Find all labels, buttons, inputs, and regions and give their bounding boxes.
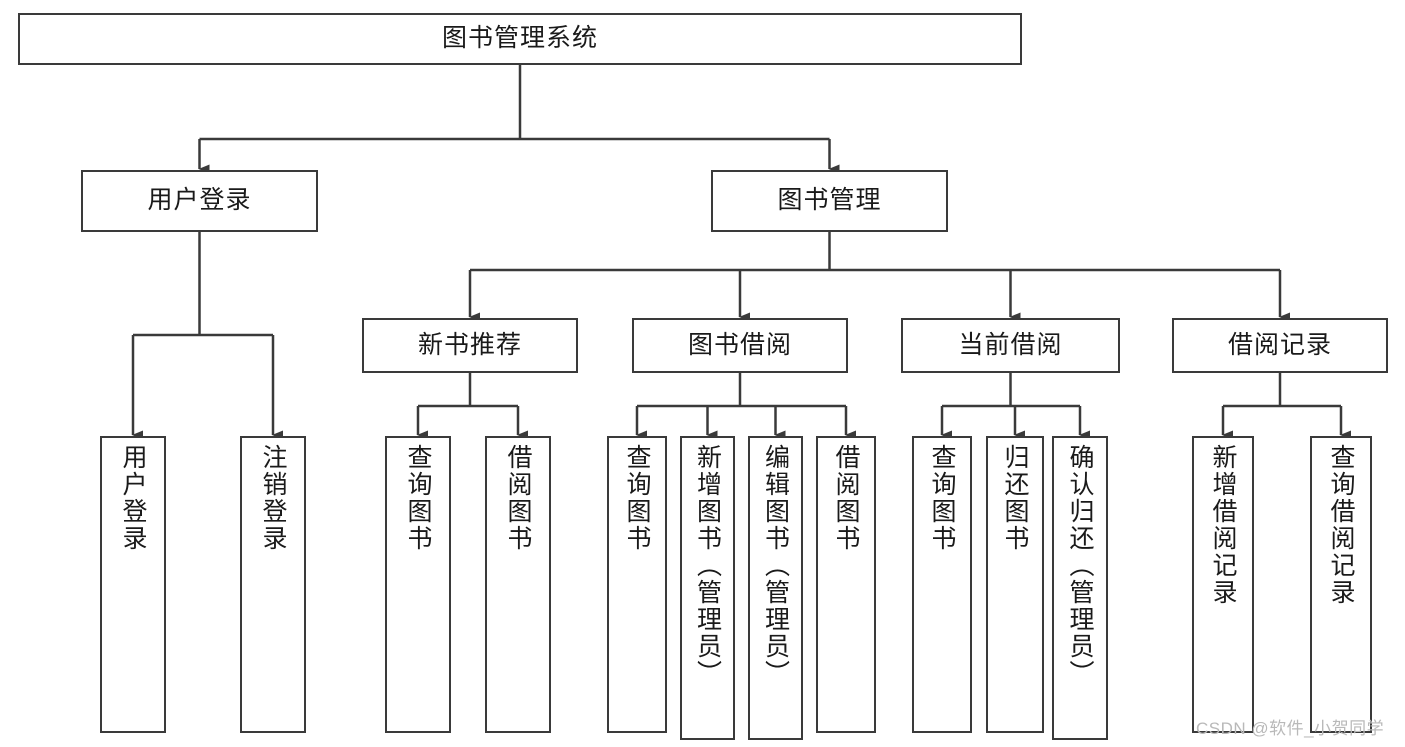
node-label-leaf-user-login: 用户登录 (119, 444, 147, 552)
node-label-book-manage: 图书管理 (777, 186, 882, 215)
node-leaf-bw-query[interactable]: 查询图书 (607, 436, 667, 733)
node-leaf-br-add[interactable]: 新增借阅记录 (1192, 436, 1254, 733)
node-label-leaf-cb-confirm: 确认归还（管理员） (1066, 444, 1094, 687)
node-leaf-rec-query[interactable]: 查询图书 (385, 436, 451, 733)
node-label-leaf-br-query: 查询借阅记录 (1327, 444, 1355, 606)
node-label-user-login: 用户登录 (147, 186, 252, 215)
node-root[interactable]: 图书管理系统 (18, 13, 1022, 65)
node-label-new-book-rec: 新书推荐 (417, 330, 522, 359)
node-label-leaf-rec-borrow: 借阅图书 (504, 444, 532, 552)
node-borrow-record[interactable]: 借阅记录 (1172, 318, 1388, 373)
node-label-leaf-cb-query: 查询图书 (928, 444, 956, 552)
node-leaf-br-query[interactable]: 查询借阅记录 (1310, 436, 1372, 733)
node-label-leaf-bw-edit: 编辑图书（管理员） (761, 444, 790, 687)
node-book-borrow[interactable]: 图书借阅 (632, 318, 848, 373)
node-label-leaf-bw-query: 查询图书 (623, 444, 651, 552)
node-leaf-rec-borrow[interactable]: 借阅图书 (485, 436, 551, 733)
node-leaf-bw-add[interactable]: 新增图书（管理员） (680, 436, 735, 740)
node-leaf-cb-return[interactable]: 归还图书 (986, 436, 1044, 733)
node-label-leaf-br-add: 新增借阅记录 (1209, 444, 1237, 606)
node-label-leaf-bw-add: 新增图书（管理员） (693, 444, 722, 687)
node-leaf-bw-edit[interactable]: 编辑图书（管理员） (748, 436, 803, 740)
node-label-leaf-bw-borrow: 借阅图书 (832, 444, 860, 552)
node-label-current-borrow: 当前借阅 (958, 330, 1063, 359)
node-leaf-user-login[interactable]: 用户登录 (100, 436, 166, 733)
node-book-manage[interactable]: 图书管理 (711, 170, 948, 232)
edge-paths (131, 65, 1351, 440)
node-leaf-cb-confirm[interactable]: 确认归还（管理员） (1052, 436, 1108, 740)
csdn-watermark: CSDN @软件_小贺同学 (1196, 719, 1385, 738)
node-label-leaf-user-logout: 注销登录 (259, 444, 287, 552)
node-label-borrow-record: 借阅记录 (1227, 330, 1332, 359)
node-user-login[interactable]: 用户登录 (81, 170, 318, 232)
node-label-book-borrow: 图书借阅 (687, 330, 792, 359)
node-label-leaf-cb-return: 归还图书 (1001, 444, 1029, 552)
node-leaf-user-logout[interactable]: 注销登录 (240, 436, 306, 733)
node-label-root: 图书管理系统 (441, 24, 598, 53)
node-label-leaf-rec-query: 查询图书 (404, 444, 432, 552)
node-leaf-bw-borrow[interactable]: 借阅图书 (816, 436, 876, 733)
node-leaf-cb-query[interactable]: 查询图书 (912, 436, 972, 733)
node-current-borrow[interactable]: 当前借阅 (901, 318, 1120, 373)
node-new-book-rec[interactable]: 新书推荐 (362, 318, 578, 373)
